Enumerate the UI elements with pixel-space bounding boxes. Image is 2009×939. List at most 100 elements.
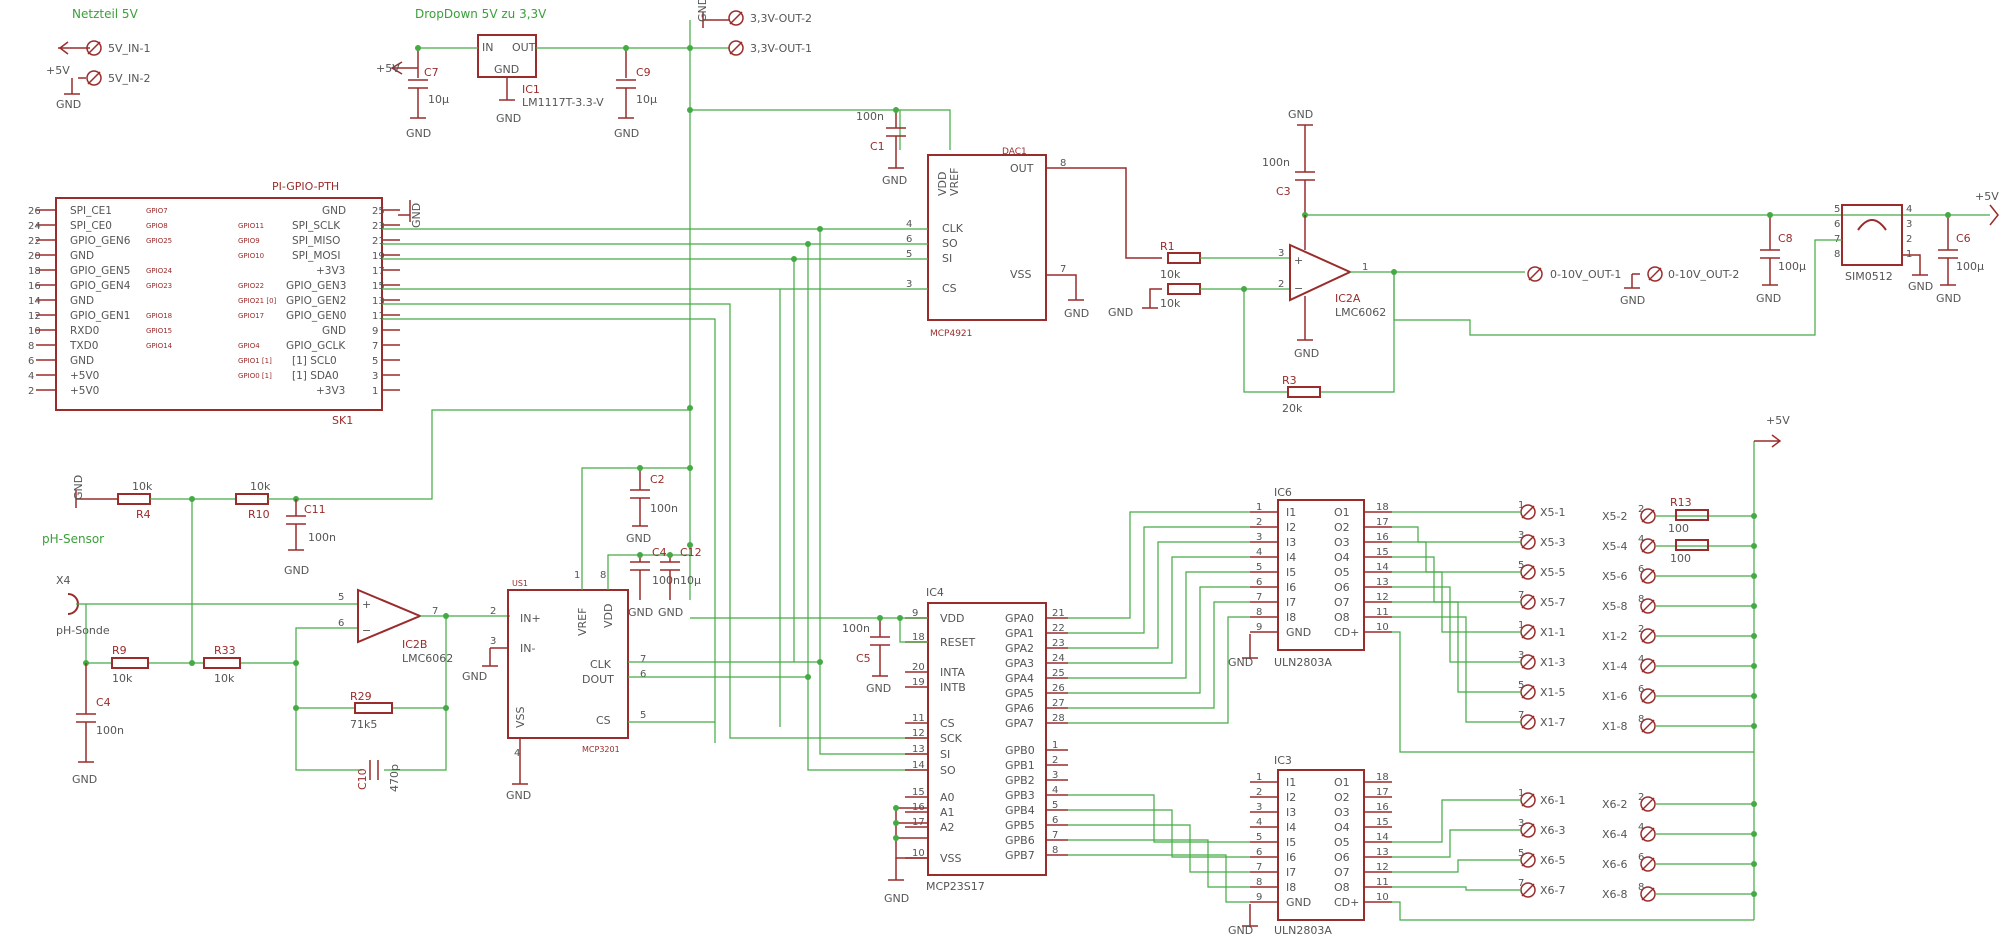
ph-sensor-title: pH-Sensor: [42, 532, 104, 546]
connector-0-10v-out-2: 0-10V_OUT-2 GND: [1620, 266, 1739, 307]
pi-pin-number: 6: [28, 356, 34, 367]
output-connector: 7X6-7: [1518, 878, 1566, 898]
pi-pin-label: GPIO_GEN3: [286, 280, 346, 292]
uln-pin-label: O5: [1334, 836, 1350, 849]
svg-text:C2: C2: [650, 473, 665, 486]
svg-text:5V_IN-1: 5V_IN-1: [108, 42, 150, 55]
svg-text:GND: GND: [1108, 306, 1133, 319]
svg-text:5: 5: [640, 710, 646, 721]
pi-pin-label: GND: [70, 295, 94, 307]
svg-text:10k: 10k: [132, 480, 153, 493]
output-connector: 6X5-6: [1602, 564, 1656, 584]
uln-pin-number: 13: [1376, 577, 1389, 588]
svg-text:10µ: 10µ: [428, 93, 449, 106]
uln-pin-number: 15: [1376, 547, 1389, 558]
svg-text:2: 2: [1906, 234, 1912, 245]
svg-text:C11: C11: [304, 503, 326, 516]
gpb-to-ic3-wires: [1068, 794, 1250, 903]
svg-text:7: 7: [1060, 264, 1066, 275]
uln-pin-number: 10: [1376, 622, 1389, 633]
ic4-pin-label: GPA6: [1005, 702, 1034, 715]
svg-text:R33: R33: [214, 644, 236, 657]
output-wire: [1392, 886, 1521, 891]
opamp-ic2a: + − IC2A LMC6062 3 2 1: [1278, 243, 1386, 319]
svg-text:MCP3201: MCP3201: [582, 745, 620, 754]
svg-text:GND: GND: [72, 773, 97, 786]
svg-text:SK1: SK1: [332, 414, 353, 427]
svg-text:2: 2: [1638, 792, 1644, 803]
pi-pin-number: 21: [372, 236, 385, 247]
pi-pin-label: [1] SCL0: [292, 355, 337, 367]
uln-pin-label: O6: [1334, 581, 1350, 594]
output-connector: 1X1-1: [1518, 620, 1566, 640]
svg-text:7: 7: [432, 606, 438, 617]
svg-text:+5V: +5V: [1975, 190, 1999, 203]
driver-uln2803-ic3: [1277, 769, 1365, 921]
svg-text:DAC1: DAC1: [1002, 147, 1027, 157]
output-wire: [1392, 829, 1521, 858]
svg-text:8: 8: [1834, 249, 1840, 260]
svg-text:7: 7: [640, 654, 646, 665]
svg-text:5V_IN-2: 5V_IN-2: [108, 72, 150, 85]
ic4-pin-label: GPA4: [1005, 672, 1034, 685]
svg-text:0-10V_OUT-1: 0-10V_OUT-1: [1550, 268, 1621, 281]
output-connector: 4X6-4: [1602, 822, 1656, 842]
svg-text:X1-3: X1-3: [1540, 656, 1566, 669]
dc-converter-sim0512: SIM0512 5 6 7 8 4 3 2 1: [1834, 204, 1912, 283]
ic4-pin-label: GPA0: [1005, 612, 1034, 625]
svg-text:LMC6062: LMC6062: [402, 652, 453, 665]
gpb-wire: [1068, 854, 1250, 903]
svg-text:3,3V-OUT-2: 3,3V-OUT-2: [750, 12, 812, 25]
svg-text:1: 1: [1518, 788, 1524, 799]
uln-pin-number: 14: [1376, 562, 1389, 573]
uln-pin-label: O3: [1334, 536, 1350, 549]
connector-0-10v-out-1: 0-10V_OUT-1: [1527, 266, 1621, 282]
svg-text:C10: C10: [356, 768, 369, 790]
svg-text:5: 5: [1518, 680, 1524, 691]
svg-text:LM1117T-3.3-V: LM1117T-3.3-V: [522, 96, 604, 109]
uln-pin-number: 1: [1256, 502, 1262, 513]
ic4-pin-number: 19: [912, 677, 925, 688]
output-connector: 8X6-8: [1602, 882, 1656, 902]
uln-pin-number: 4: [1256, 817, 1262, 828]
pi-pin-number: 20: [28, 251, 41, 262]
pi-pin-number: 2: [28, 386, 34, 397]
output-connector: 3X6-3: [1518, 818, 1566, 838]
svg-text:3: 3: [1518, 650, 1524, 661]
output-wire: [1392, 601, 1521, 693]
pi-gpio-tag: GPIO7: [146, 207, 168, 215]
uln-pin-label: I6: [1286, 581, 1296, 594]
ic4-pin-number: 21: [1052, 608, 1065, 619]
svg-text:VDD: VDD: [936, 172, 949, 196]
pi-pin-number: 17: [372, 266, 385, 277]
ic4-pin-label: A0: [940, 791, 955, 804]
svg-text:GND: GND: [56, 98, 81, 111]
svg-text:GND: GND: [882, 174, 907, 187]
svg-text:10k: 10k: [112, 672, 133, 685]
svg-text:4: 4: [1906, 204, 1912, 215]
svg-text:GND: GND: [1756, 292, 1781, 305]
capacitor-c4: C4 100n GND: [72, 663, 124, 786]
pi-gpio-tag: GPIO9: [238, 237, 260, 245]
adc-mcp3201: [507, 589, 629, 739]
ic4-pin-label: GPA7: [1005, 717, 1034, 730]
resistor-r1: R1: [1160, 240, 1201, 264]
pi-gpio-tag: GPIO11: [238, 222, 264, 230]
capacitor-c5: 100n C5 GND: [842, 618, 891, 695]
output-connector: 7X5-7: [1518, 590, 1566, 610]
ic4-pin-number: 25: [1052, 668, 1065, 679]
svg-text:SIM0512: SIM0512: [1845, 270, 1893, 283]
pi-pin-label: RXD0: [70, 325, 99, 337]
pi-pin-number: 15: [372, 281, 385, 292]
ic4-pin-number: 28: [1052, 713, 1065, 724]
pi-pin-number: 24: [28, 221, 41, 232]
svg-text:2: 2: [1638, 504, 1644, 515]
svg-text:3: 3: [1518, 530, 1524, 541]
svg-text:+5V: +5V: [46, 64, 70, 77]
uln-pin-label: I5: [1286, 566, 1296, 579]
ic4-pin-label: GPB3: [1005, 789, 1035, 802]
ic4-pin-number: 22: [1052, 623, 1065, 634]
uln-pin-number: 12: [1376, 862, 1389, 873]
output-connector: 6X6-6: [1602, 852, 1656, 872]
